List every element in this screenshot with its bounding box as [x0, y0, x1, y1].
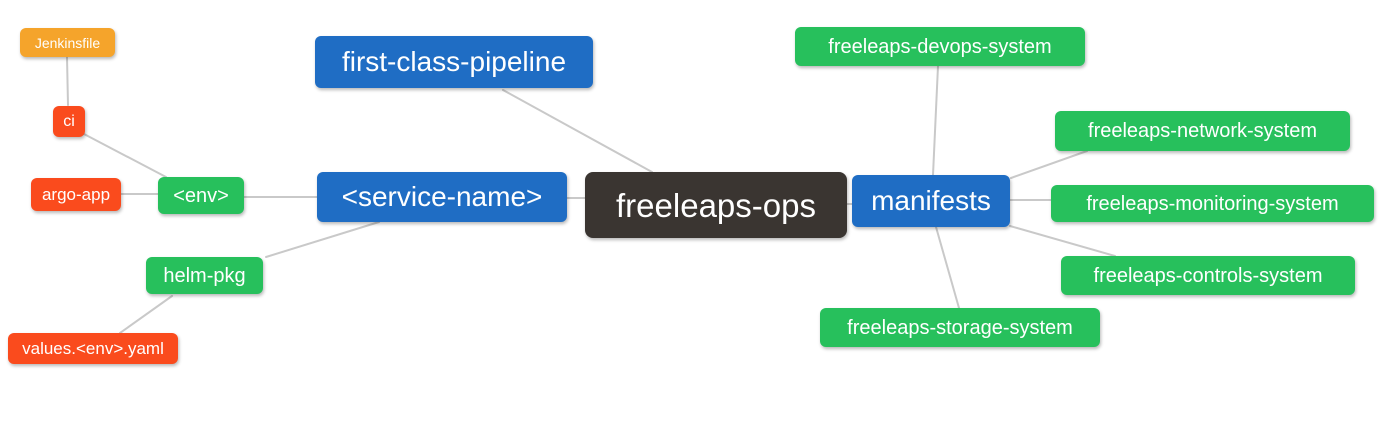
edge-jenkinsfile-to-ci [66, 56, 69, 106]
node-freeleaps-devops-system[interactable]: freeleaps-devops-system [795, 27, 1085, 66]
node-freeleaps-monitoring-system[interactable]: freeleaps-monitoring-system [1051, 185, 1374, 222]
edge-ci-to-env [83, 133, 167, 178]
node-first-class-pipeline[interactable]: first-class-pipeline [315, 36, 593, 88]
edge-manifests-to-freeleaps-network-system [1010, 150, 1088, 179]
node-ci[interactable]: ci [53, 106, 85, 137]
node-service-name[interactable]: <service-name> [317, 172, 567, 222]
node-helm-pkg[interactable]: helm-pkg [146, 257, 263, 294]
node-freeleaps-controls-system[interactable]: freeleaps-controls-system [1061, 256, 1355, 295]
edge-first-class-pipeline-to-freeleaps-ops [502, 89, 653, 173]
edge-manifests-to-freeleaps-devops-system [932, 65, 939, 176]
edge-helm-pkg-to-service-name [265, 221, 380, 258]
node-env[interactable]: <env> [158, 177, 244, 214]
node-argo-app[interactable]: argo-app [31, 178, 121, 211]
node-values-env-yaml[interactable]: values.<env>.yaml [8, 333, 178, 364]
node-freeleaps-ops[interactable]: freeleaps-ops [585, 172, 847, 238]
node-manifests[interactable]: manifests [852, 175, 1010, 227]
edge-manifests-to-freeleaps-storage-system [935, 226, 960, 309]
node-freeleaps-network-system[interactable]: freeleaps-network-system [1055, 111, 1350, 151]
node-jenkinsfile[interactable]: Jenkinsfile [20, 28, 115, 57]
edge-values-env-yaml-to-helm-pkg [119, 295, 173, 334]
edge-manifests-to-freeleaps-controls-system [1009, 225, 1116, 257]
node-freeleaps-storage-system[interactable]: freeleaps-storage-system [820, 308, 1100, 347]
